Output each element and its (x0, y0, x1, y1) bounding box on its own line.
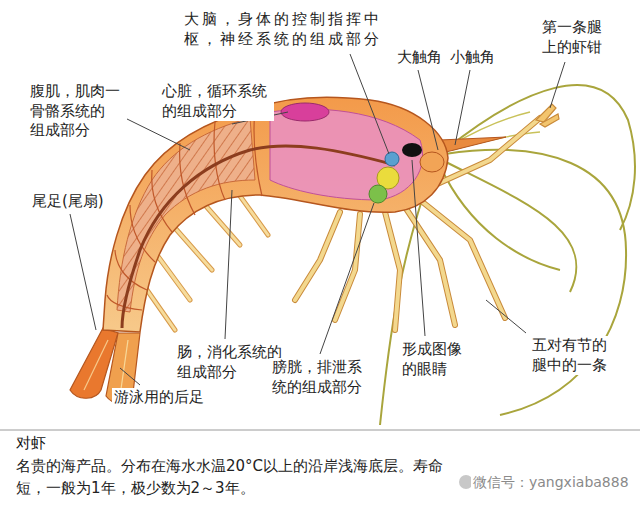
swimmeret (157, 255, 190, 300)
part-label: 腹肌，肌肉一 骨骼系统的 组成部分 (28, 82, 127, 141)
intestine (122, 146, 395, 328)
part-label: 游泳用的后足 (112, 388, 211, 408)
antenna (445, 85, 635, 230)
swimmeret (157, 255, 190, 300)
swimmeret (205, 205, 240, 245)
body-segment (254, 108, 262, 196)
leader-line (70, 54, 565, 385)
walking-leg (405, 207, 455, 325)
figure-caption: 名贵的海产品。分布在海水水温20°C以上的沿岸浅海底层。寿命 短，一般为1年，极… (14, 456, 451, 500)
part-label: 心脏，循环系统 的组成部分 (160, 82, 274, 121)
walking-leg (385, 212, 400, 330)
separator-line (0, 430, 640, 431)
claw (536, 104, 559, 127)
swimmeret (240, 196, 268, 235)
walking-leg (405, 207, 455, 325)
heart (281, 103, 329, 121)
leader-line (70, 214, 96, 330)
swimmeret (147, 290, 175, 330)
part-label: 小触角 (448, 48, 502, 68)
walking-leg (435, 118, 540, 185)
leader-line (320, 203, 374, 354)
part-label: 大触角 (395, 48, 449, 68)
swimmeret (175, 228, 212, 270)
leader-line (418, 70, 438, 150)
leader-line (225, 190, 232, 339)
walking-leg (335, 214, 360, 320)
part-label: 膀胱，排泄系 统的组成部分 (270, 358, 369, 397)
antenna (442, 160, 576, 292)
figure-title: 对虾 (14, 434, 53, 454)
prawn-body (103, 97, 448, 332)
part-label: 形成图像 的眼睛 (400, 340, 469, 379)
walking-leg (295, 212, 340, 300)
swimmeret (175, 228, 212, 270)
walking-leg (385, 212, 400, 330)
brain (385, 152, 399, 166)
walking-leg (435, 118, 540, 185)
bladder (369, 185, 387, 203)
body-segment (130, 205, 155, 262)
leader-line (125, 118, 190, 150)
swimmeret (205, 205, 240, 245)
head-plate (420, 152, 444, 172)
eye (402, 143, 422, 157)
antenna (440, 166, 560, 270)
prawn-body (440, 137, 506, 152)
part-label: 第一条腿 上的虾钳 (540, 18, 609, 57)
watermark: 微信号：yangxiaba888 (471, 473, 636, 491)
leader-line (550, 62, 565, 108)
leader-line (455, 70, 470, 145)
tail-fan (84, 340, 108, 390)
prawn-body (103, 97, 506, 332)
leader-line (120, 368, 140, 385)
abdominal-muscle (117, 118, 255, 312)
part-label: 尾足(尾扇) (30, 192, 111, 212)
part-label: 五对有节的 腿中的一条 (530, 336, 614, 375)
antenna (445, 150, 626, 415)
swimmeret (147, 290, 175, 330)
walking-leg (420, 200, 505, 318)
swimmeret (240, 196, 268, 235)
leader-line (412, 160, 425, 336)
part-label: 大脑，身体的控制指挥中 枢，神经系统的组成部分 (182, 10, 389, 49)
claw (540, 114, 559, 127)
leader-line (486, 300, 526, 333)
leader-line (350, 54, 389, 154)
walking-leg (295, 212, 340, 300)
walking-leg (420, 200, 505, 318)
walking-leg (335, 214, 360, 320)
